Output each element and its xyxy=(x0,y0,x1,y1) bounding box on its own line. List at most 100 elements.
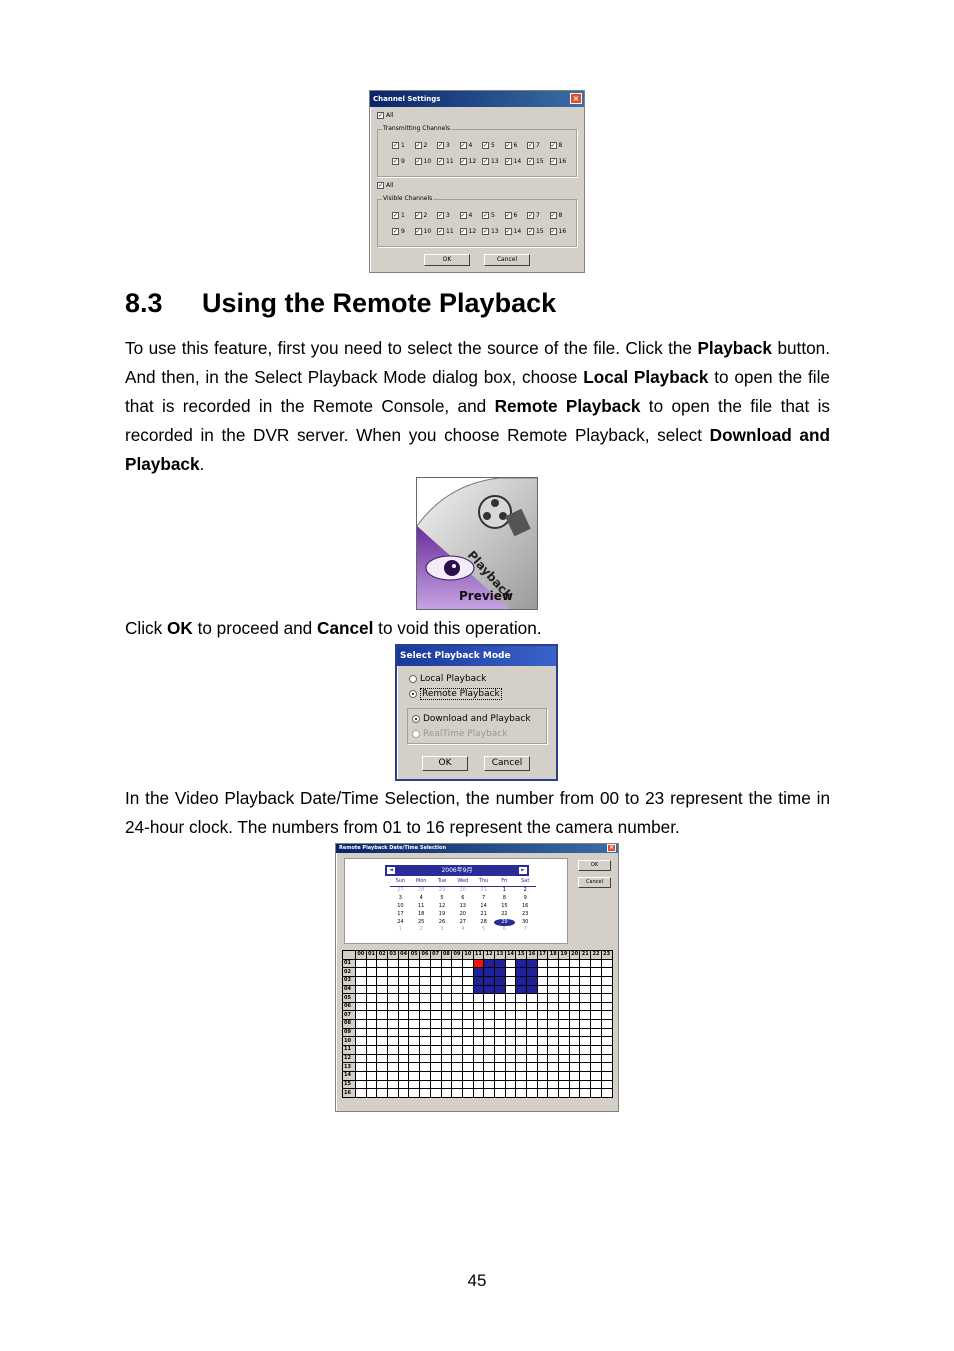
time-cell[interactable] xyxy=(568,1001,581,1012)
time-cell[interactable] xyxy=(568,1053,581,1064)
time-cell[interactable] xyxy=(365,1079,378,1090)
time-cell[interactable] xyxy=(461,958,474,969)
time-cell[interactable] xyxy=(515,1070,527,1081)
time-cell[interactable] xyxy=(483,1062,495,1072)
time-cell[interactable] xyxy=(526,975,538,986)
time-cell[interactable] xyxy=(376,975,389,986)
time-cell[interactable] xyxy=(547,1053,560,1064)
time-cell[interactable] xyxy=(429,1062,442,1072)
time-cell[interactable] xyxy=(376,1019,389,1029)
time-cell[interactable] xyxy=(376,1062,389,1072)
time-cell[interactable] xyxy=(472,975,485,986)
time-cell[interactable] xyxy=(397,1001,410,1012)
time-cell[interactable] xyxy=(515,1010,527,1021)
channel-checkbox[interactable]: ✓15 xyxy=(527,158,550,166)
time-cell[interactable] xyxy=(504,958,517,969)
time-cell[interactable] xyxy=(504,1062,517,1072)
time-cell[interactable] xyxy=(429,1036,442,1047)
time-cell[interactable] xyxy=(515,1062,527,1072)
time-cell[interactable] xyxy=(558,1001,570,1012)
time-cell[interactable] xyxy=(579,1010,592,1021)
time-cell[interactable] xyxy=(440,958,453,969)
calendar-day[interactable]: 1 xyxy=(502,886,506,893)
time-cell[interactable] xyxy=(493,1045,506,1055)
time-cell[interactable] xyxy=(451,1053,463,1064)
time-cell[interactable] xyxy=(440,1027,453,1038)
time-cell[interactable] xyxy=(365,1070,378,1081)
time-cell[interactable] xyxy=(579,1062,592,1072)
time-cell[interactable] xyxy=(600,1036,613,1047)
channel-checkbox[interactable]: ✓14 xyxy=(504,158,528,166)
time-cell[interactable] xyxy=(355,993,367,1003)
time-cell[interactable] xyxy=(483,1036,495,1047)
time-cell[interactable] xyxy=(451,1027,463,1038)
channel-checkbox[interactable]: ✓2 xyxy=(414,212,438,220)
cancel-button[interactable]: Cancel xyxy=(578,877,611,888)
time-cell[interactable] xyxy=(515,984,527,995)
time-cell[interactable] xyxy=(504,1088,517,1098)
calendar-day[interactable]: 26 xyxy=(438,918,446,925)
time-cell[interactable] xyxy=(355,975,367,986)
channel-checkbox[interactable]: ✓16 xyxy=(549,158,573,166)
time-cell[interactable] xyxy=(451,967,463,977)
time-cell[interactable] xyxy=(376,1053,389,1064)
time-cell[interactable] xyxy=(590,1036,602,1047)
calendar-day[interactable]: 29 xyxy=(493,918,515,927)
time-cell[interactable] xyxy=(547,1070,560,1081)
time-cell[interactable] xyxy=(387,984,399,995)
time-cell[interactable] xyxy=(355,1088,367,1098)
time-cell[interactable] xyxy=(547,1027,560,1038)
time-cell[interactable] xyxy=(419,967,431,977)
time-cell[interactable] xyxy=(408,975,421,986)
time-cell[interactable] xyxy=(472,1088,485,1098)
time-cell[interactable] xyxy=(461,975,474,986)
channel-checkbox[interactable]: ✓10 xyxy=(414,228,438,236)
time-cell[interactable] xyxy=(536,1001,549,1012)
time-cell[interactable] xyxy=(547,1019,560,1029)
time-cell[interactable] xyxy=(600,967,613,977)
time-cell[interactable] xyxy=(590,1045,602,1055)
time-cell[interactable] xyxy=(419,958,431,969)
time-cell[interactable] xyxy=(397,993,410,1003)
time-cell[interactable] xyxy=(558,1088,570,1098)
time-cell[interactable] xyxy=(451,1010,463,1021)
time-cell[interactable] xyxy=(579,1001,592,1012)
time-cell[interactable] xyxy=(440,993,453,1003)
time-cell[interactable] xyxy=(461,1070,474,1081)
ok-button[interactable]: OK xyxy=(422,756,468,771)
time-cell[interactable] xyxy=(355,984,367,995)
channel-checkbox[interactable]: ✓13 xyxy=(482,228,505,236)
time-cell[interactable] xyxy=(493,1070,506,1081)
time-cell[interactable] xyxy=(419,1019,431,1029)
calendar-day[interactable]: 19 xyxy=(438,910,446,917)
time-cell[interactable] xyxy=(451,1019,463,1029)
time-cell[interactable] xyxy=(568,1036,581,1047)
time-cell[interactable] xyxy=(440,1001,453,1012)
time-cell[interactable] xyxy=(536,967,549,977)
calendar-day[interactable]: 27 xyxy=(459,918,466,925)
cancel-button[interactable]: Cancel xyxy=(484,254,530,266)
time-cell[interactable] xyxy=(472,993,485,1003)
time-cell[interactable] xyxy=(408,1088,421,1098)
channel-checkbox[interactable]: ✓2 xyxy=(414,142,438,150)
time-cell[interactable] xyxy=(504,1053,517,1064)
time-cell[interactable] xyxy=(440,975,453,986)
time-cell[interactable] xyxy=(451,975,463,986)
time-cell[interactable] xyxy=(355,958,367,969)
time-cell[interactable] xyxy=(590,1079,602,1090)
time-cell[interactable] xyxy=(355,1045,367,1055)
time-cell[interactable] xyxy=(387,1027,399,1038)
time-cell[interactable] xyxy=(355,1001,367,1012)
time-cell[interactable] xyxy=(504,967,517,977)
time-cell[interactable] xyxy=(472,958,485,969)
channel-checkbox[interactable]: ✓7 xyxy=(527,142,550,150)
time-cell[interactable] xyxy=(526,1045,538,1055)
time-cell[interactable] xyxy=(387,958,399,969)
time-cell[interactable] xyxy=(483,1088,495,1098)
time-cell[interactable] xyxy=(493,1062,506,1072)
time-cell[interactable] xyxy=(483,1070,495,1081)
time-cell[interactable] xyxy=(397,1027,410,1038)
time-cell[interactable] xyxy=(365,1036,378,1047)
time-cell[interactable] xyxy=(568,1019,581,1029)
channel-checkbox[interactable]: ✓16 xyxy=(549,228,573,236)
